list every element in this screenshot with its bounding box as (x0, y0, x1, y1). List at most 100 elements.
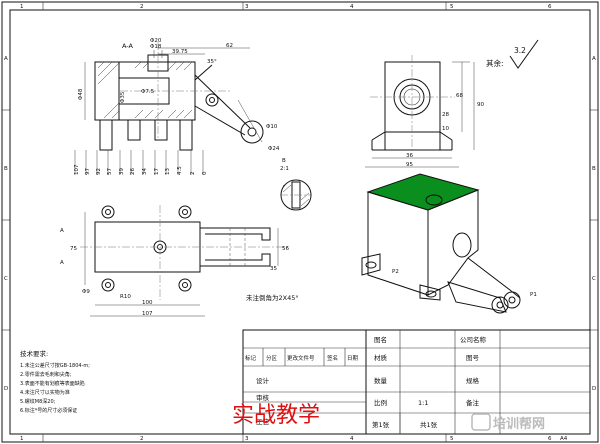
title-block: 标记 分区 更改文件号 签名 日期 设计 审核 工艺 图名 公司名称 材质 图号… (242, 329, 591, 442)
rev-header: 日期 (347, 355, 359, 362)
dim-13: 13 (165, 168, 171, 175)
zone-right-d: D (592, 386, 596, 392)
zone-left-a: A (4, 56, 8, 62)
dim-39: 39 (119, 168, 125, 175)
tech-req-item: 3.表面不能有划痕等表面缺陷 (20, 380, 85, 387)
drawing-no-label: 图号 (466, 354, 480, 362)
sheet-number: 第1张 (372, 420, 390, 429)
dim-62: 62 (226, 43, 233, 49)
iso-front-face (367, 191, 429, 296)
tech-req-item: 2.零件需去毛刺和尖角; (20, 371, 72, 378)
roughness-check-icon (509, 39, 539, 69)
tech-req-item: 4.未注尺寸以实物为准 (20, 389, 70, 396)
roughness-label: 其余: (486, 58, 504, 68)
company-label: 公司名称 (460, 335, 487, 344)
dim-57: 57 (107, 168, 113, 175)
section-hatching (97, 61, 193, 119)
watermark-text: 实战教学 (232, 403, 320, 428)
zone-left-d: D (4, 386, 8, 392)
detail-view-b: B 2:1 (280, 158, 312, 211)
rev-header: 标记 (245, 354, 257, 362)
dim-75: 75 (70, 246, 77, 252)
zone-bottom-1: 1 (20, 436, 24, 442)
dim-34: 34 (142, 168, 148, 175)
iso-bore (452, 232, 472, 258)
section-mark-top: A (60, 228, 64, 234)
zone-right-b: B (592, 166, 596, 172)
iso-foot-hole-1 (365, 261, 377, 269)
chamfer-note: 未注倒角为2X45° (246, 293, 299, 302)
zone-top-4: 4 (350, 4, 354, 10)
drawing-name-label: 图名 (374, 335, 387, 344)
dim-92: 92 (96, 168, 102, 175)
zone-top-5: 5 (450, 4, 454, 10)
tech-req-item: 5.螺纹M8深20; (20, 398, 56, 405)
dim-d48: Φ48 (78, 88, 84, 100)
detail-label: B (282, 158, 286, 164)
rev-header: 签名 (327, 354, 338, 362)
section-view-a-a: A-A (74, 38, 280, 175)
front-view: 68 90 28 10 36 95 其余: 3.2 (365, 39, 539, 168)
spec-label: 规格 (466, 376, 480, 385)
section-mark-bottom: A (60, 260, 64, 266)
detail-scale: 2:1 (280, 166, 289, 172)
rev-header: 分区 (266, 354, 278, 362)
dim-56: 56 (282, 246, 289, 252)
watermark: 实战教学 培训帮网 (232, 403, 545, 432)
dim-26: 26 (130, 168, 136, 175)
dim-100: 100 (142, 300, 153, 306)
design-label: 设计 (256, 376, 270, 385)
dim-68: 68 (456, 93, 463, 99)
zone-right-c: C (592, 276, 596, 282)
frame-zone-labels: 1 2 3 4 5 6 1 2 3 4 5 6 A B C D A B C D (4, 4, 596, 442)
dim-90: 90 (477, 102, 484, 108)
baseline-dims: 107 97 92 57 39 26 34 17 13 4.5 2 0 (74, 150, 208, 175)
roughness-value: 3.2 (514, 46, 526, 55)
tech-req-item: 1.未注公差尺寸按GB-1804-m; (20, 362, 90, 369)
qty-label: 数量 (374, 376, 388, 385)
tech-req-title: 技术要求: (20, 349, 48, 358)
dim-d18: Φ18 (150, 44, 162, 50)
dim-97: 97 (85, 168, 91, 175)
dim-36: 36 (406, 153, 413, 159)
dim-39-75: 39.75 (172, 49, 188, 55)
zone-bottom-6: 6 (548, 436, 552, 442)
zone-left-c: C (4, 276, 8, 282)
iso-foot-hole-2 (425, 290, 437, 298)
dim-d10: Φ10 (266, 124, 278, 130)
zone-right-a: A (592, 56, 596, 62)
technical-requirements: 技术要求: 1.未注公差尺寸按GB-1804-m; 2.零件需去毛刺和尖角; 3… (20, 349, 90, 414)
zone-bottom-5: 5 (450, 436, 454, 442)
dim-107: 107 (74, 164, 80, 175)
zone-bottom-2: 2 (140, 436, 144, 442)
iso-lug-1 (503, 291, 521, 309)
scale-value: 1:1 (418, 399, 428, 407)
dim-95: 95 (406, 162, 413, 168)
brand-logo-icon (471, 413, 491, 431)
dim-d7-5: Φ7.5 (141, 89, 155, 95)
dim-d35: Φ35 (120, 91, 126, 103)
iso-label-p1: P1 (530, 292, 537, 298)
zone-bottom-3: 3 (245, 436, 249, 442)
dim-d24: Φ24 (268, 146, 280, 152)
iso-label-p2: P2 (392, 269, 399, 275)
process-label: 工艺 (256, 418, 270, 426)
zone-top-2: 2 (140, 4, 144, 10)
dim-r10: R10 (120, 294, 131, 300)
sheet-size: A4 (560, 436, 568, 442)
zone-left-b: B (4, 166, 8, 172)
top-view: 75 56 35 Φ9 R10 100 107 A A 未注倒角为2X45° (60, 205, 299, 317)
zone-top-1: 1 (20, 4, 24, 10)
review-label: 审核 (256, 393, 270, 402)
zone-top-3: 3 (245, 4, 249, 10)
sheet-total: 共1张 (420, 420, 438, 429)
iso-lug-2 (491, 296, 509, 314)
dim-d9: Φ9 (82, 289, 90, 295)
dim-angle-35: 35° (207, 59, 217, 65)
zone-top-6: 6 (548, 4, 552, 10)
section-label: A-A (122, 42, 134, 50)
rev-header: 更改文件号 (287, 354, 315, 362)
dim-d20: Φ20 (150, 38, 162, 44)
